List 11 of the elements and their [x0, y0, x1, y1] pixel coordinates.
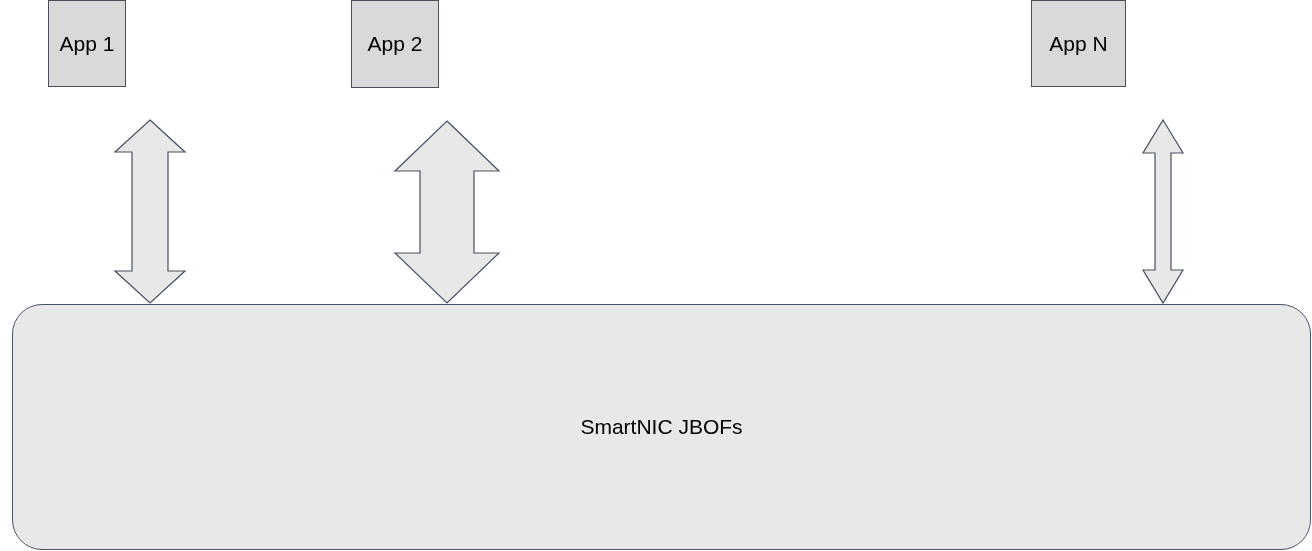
double-block-arrow — [393, 120, 501, 304]
node-label: App N — [1049, 31, 1108, 56]
node-label: SmartNIC JBOFs — [580, 415, 743, 439]
platform-box — [12, 304, 1311, 550]
app-box — [1031, 0, 1126, 87]
node-label: App 1 — [59, 31, 115, 56]
node-label: App 2 — [367, 32, 423, 56]
app-box — [351, 0, 439, 88]
app-box — [48, 0, 126, 87]
double-block-arrow — [1141, 118, 1185, 305]
double-block-arrow — [113, 119, 187, 304]
